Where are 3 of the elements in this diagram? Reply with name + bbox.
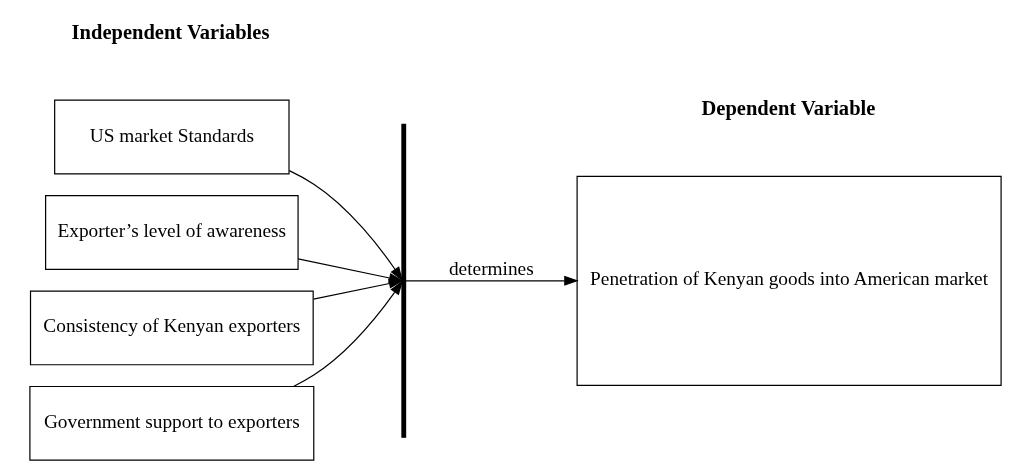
label: Dependent Variable [701, 96, 876, 119]
edge-label: determines [448, 257, 534, 279]
label: Independent Variables [71, 20, 270, 43]
